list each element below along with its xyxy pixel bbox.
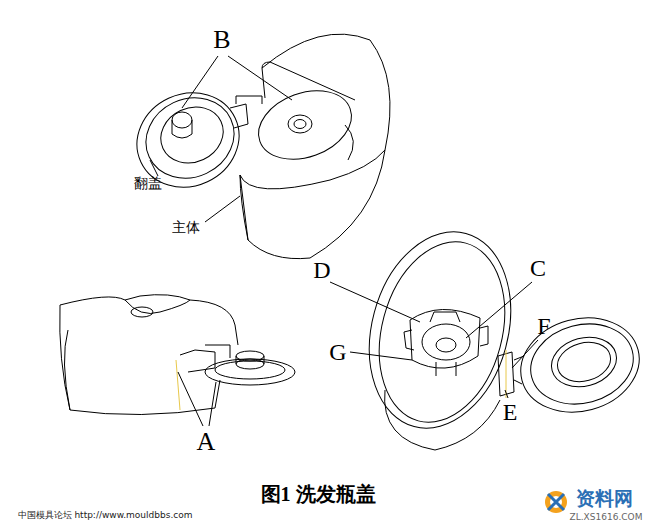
callout-label: 翻盖 <box>134 176 162 191</box>
leader-lines <box>150 56 538 426</box>
logo-icon <box>545 491 567 513</box>
callout-label: A <box>197 428 216 457</box>
callout-label: G <box>329 339 346 365</box>
callout-label: B <box>213 26 230 55</box>
watermark: ZL.XS1616.COM <box>570 513 643 523</box>
watermark: 中国模具论坛 http://www.mouldbbs.com <box>18 511 193 521</box>
main-body-top <box>240 34 390 258</box>
main-body-inside <box>348 216 649 450</box>
callout-label: D <box>313 257 330 283</box>
watermark: 资料网 <box>576 488 633 509</box>
callout-label: 主体 <box>172 220 200 235</box>
callout-label: F <box>537 313 550 339</box>
callout-label: E <box>503 399 518 425</box>
figure-caption: 图1 洗发瓶盖 <box>261 483 376 505</box>
main-body-side <box>60 295 295 415</box>
callout-label: C <box>530 255 546 281</box>
